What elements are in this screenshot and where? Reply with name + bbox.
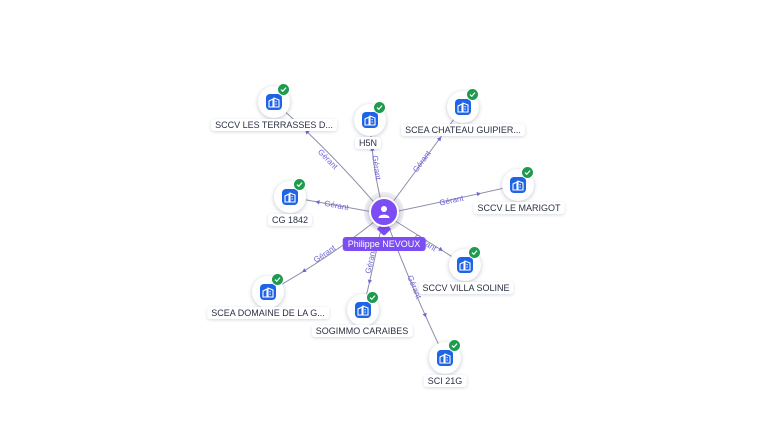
building-icon xyxy=(268,97,280,108)
building-icon xyxy=(457,102,469,113)
edge-arrow-icon xyxy=(367,279,373,284)
edge-arrow-icon xyxy=(305,130,310,135)
edge-arrow-icon xyxy=(315,200,320,205)
building-icon xyxy=(364,115,376,126)
company-icon-badge xyxy=(282,189,298,205)
company-node-label[interactable]: SCEA CHATEAU GUIPIER... xyxy=(401,124,525,136)
company-node-sccv-le-marigot[interactable] xyxy=(502,166,534,201)
edge-arrow-icon xyxy=(438,246,443,251)
building-icon xyxy=(512,180,524,191)
verified-check-icon xyxy=(366,291,379,304)
verified-check-icon xyxy=(466,88,479,101)
company-node-label[interactable]: H5N xyxy=(354,137,382,149)
company-icon-badge xyxy=(260,284,276,300)
company-node-scea-chateau-guipier[interactable] xyxy=(447,88,479,123)
edge-arrow-icon xyxy=(422,312,427,318)
verified-check-icon xyxy=(448,339,461,352)
edge-label: Gérant xyxy=(370,155,383,181)
company-node-cg-1842[interactable] xyxy=(274,178,306,213)
building-icon xyxy=(459,260,471,271)
verified-check-icon xyxy=(293,178,306,191)
company-node-sci-21g[interactable] xyxy=(429,339,461,374)
company-node-label[interactable]: SCCV LES TERRASSES D... xyxy=(211,119,337,131)
edge-label: Gérant xyxy=(324,199,350,212)
person-icon xyxy=(378,206,390,218)
company-icon-badge xyxy=(437,350,453,366)
company-node-label[interactable]: CG 1842 xyxy=(267,214,313,226)
edge-arrow-icon xyxy=(302,268,307,273)
building-icon xyxy=(357,305,369,316)
company-icon-badge xyxy=(510,177,526,193)
company-icon-badge xyxy=(266,94,282,110)
company-node-label[interactable]: SCEA DOMAINE DE LA G... xyxy=(207,307,329,319)
company-icon-badge xyxy=(455,99,471,115)
company-node-sccv-villa-soline[interactable] xyxy=(449,246,481,281)
edge-label: Gérant xyxy=(411,148,433,174)
edge-arrow-icon xyxy=(436,136,442,142)
edge-label: Gérant xyxy=(316,147,340,171)
center-node[interactable] xyxy=(369,197,399,227)
verified-check-icon xyxy=(521,166,534,179)
company-icon-badge xyxy=(355,302,371,318)
company-node-scea-domaine[interactable] xyxy=(252,273,284,308)
building-icon xyxy=(284,192,296,203)
edge-label: Gérant xyxy=(439,193,466,207)
company-node-sccv-les-terrasses[interactable] xyxy=(258,83,290,118)
building-icon xyxy=(262,287,274,298)
verified-check-icon xyxy=(277,83,290,96)
company-node-label[interactable]: SCI 21G xyxy=(423,375,467,387)
company-node-label[interactable]: SCCV LE MARIGOT xyxy=(473,202,565,214)
edge-arrow-icon xyxy=(476,191,481,197)
edge-label: Gérant xyxy=(364,248,378,275)
company-icon-badge xyxy=(457,257,473,273)
verified-check-icon xyxy=(468,246,481,259)
edge-sci-21g xyxy=(383,213,446,359)
company-node-label[interactable]: SCCV VILLA SOLINE xyxy=(418,282,514,294)
center-node-label[interactable]: Philippe NEVOUX xyxy=(342,237,426,251)
building-icon xyxy=(439,353,451,364)
company-node-h5n[interactable] xyxy=(354,101,386,136)
verified-check-icon xyxy=(271,273,284,286)
company-node-sogimmo-caraibes[interactable] xyxy=(347,291,379,326)
edge-sccv-les-terrasses xyxy=(273,101,385,215)
company-icon-badge xyxy=(362,112,378,128)
edge-label: Gérant xyxy=(312,243,338,265)
company-node-label[interactable]: SOGIMMO CARAIBES xyxy=(311,325,413,337)
verified-check-icon xyxy=(373,101,386,114)
